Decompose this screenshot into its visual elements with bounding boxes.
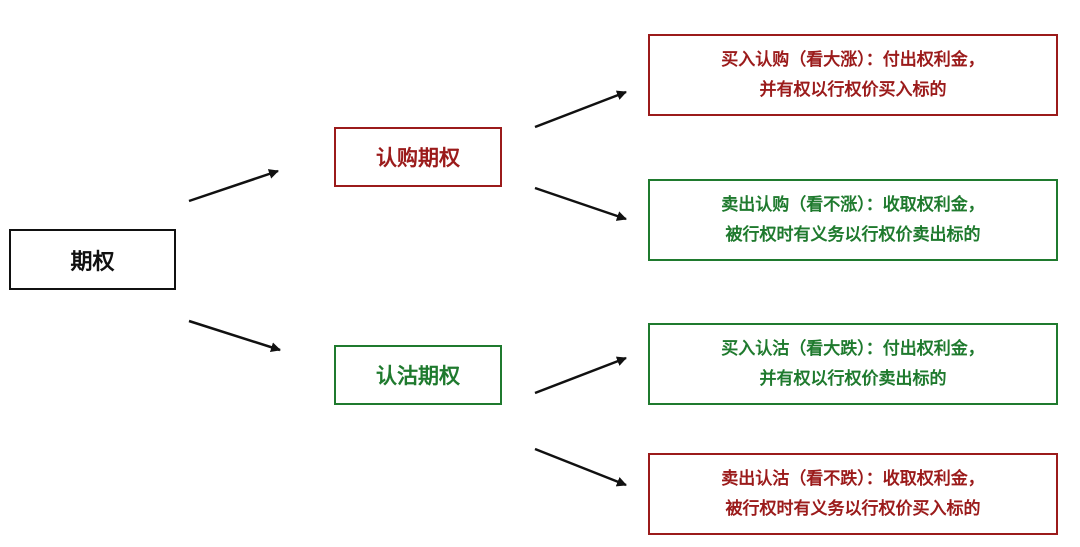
leaf-buy-put: 买入认沽（看大跌）：付出权利金， 并有权以行权价卖出标的	[648, 323, 1058, 405]
call-option-label: 认购期权	[376, 146, 460, 170]
node-call-option: 认购期权	[334, 127, 502, 187]
sell-call-line2: 被行权时有义务以行权价卖出标的	[725, 225, 981, 245]
sell-put-line1: 卖出认沽（看不跌）：收取权利金，	[721, 469, 985, 489]
leaf-sell-call: 卖出认购（看不涨）：收取权利金， 被行权时有义务以行权价卖出标的	[648, 179, 1058, 261]
arrow-put-to-sell	[534, 447, 627, 487]
arrow-call-to-buy	[534, 90, 627, 129]
arrow-put-to-buy	[534, 356, 627, 395]
arrow-root-to-call	[188, 169, 279, 203]
buy-call-line1: 买入认购（看大涨）：付出权利金，	[721, 50, 985, 70]
root-node-label: 期权	[70, 249, 115, 275]
put-option-label: 认沽期权	[376, 364, 460, 388]
leaf-buy-call: 买入认购（看大涨）：付出权利金， 并有权以行权价买入标的	[648, 34, 1058, 116]
root-node-options: 期权	[9, 229, 176, 290]
sell-put-line2: 被行权时有义务以行权价买入标的	[725, 499, 981, 519]
buy-call-line2: 并有权以行权价买入标的	[759, 80, 947, 100]
arrow-root-to-put	[188, 319, 281, 353]
node-put-option: 认沽期权	[334, 345, 502, 405]
sell-call-line1: 卖出认购（看不涨）：收取权利金，	[721, 195, 985, 215]
buy-put-line1: 买入认沽（看大跌）：付出权利金，	[721, 339, 985, 359]
leaf-sell-put: 卖出认沽（看不跌）：收取权利金， 被行权时有义务以行权价买入标的	[648, 453, 1058, 535]
buy-put-line2: 并有权以行权价卖出标的	[759, 369, 947, 389]
arrow-call-to-sell	[534, 186, 627, 221]
